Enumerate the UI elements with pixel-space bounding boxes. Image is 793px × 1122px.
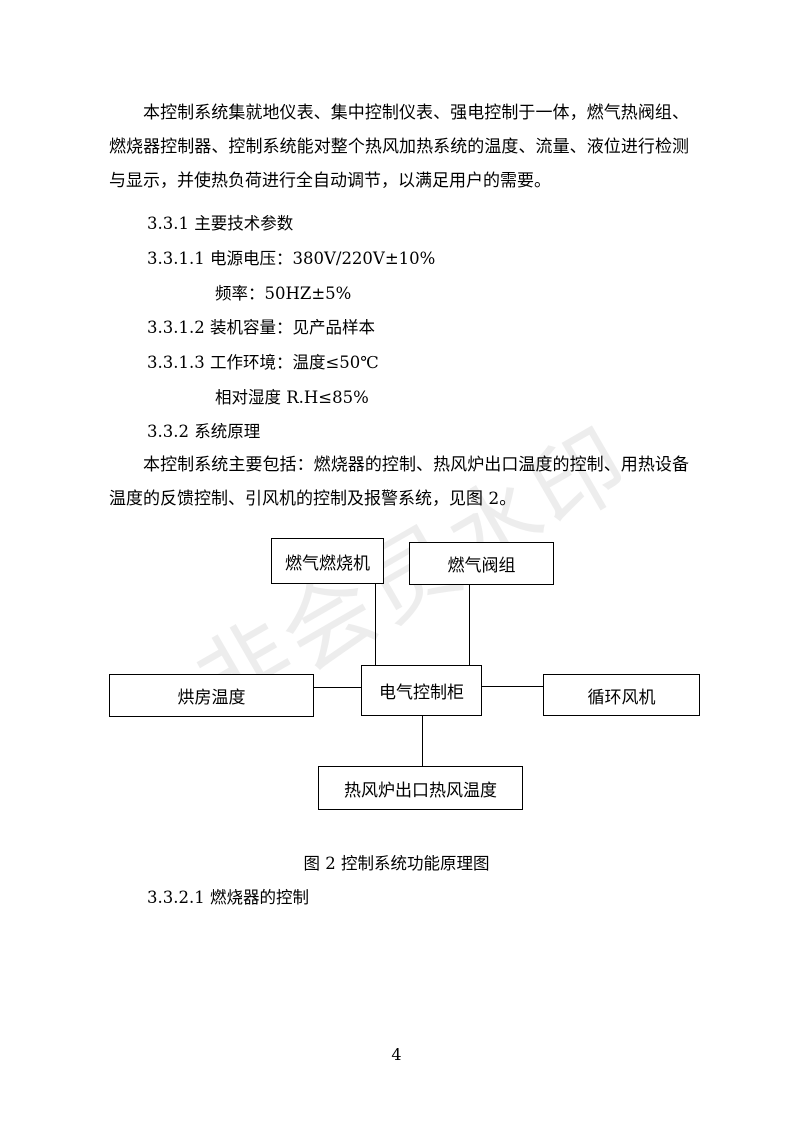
page-number: 4 — [391, 1045, 402, 1064]
connector-drying-cabinet — [313, 687, 362, 689]
section-3-3-1: 3.3.1 主要技术参数 — [147, 214, 294, 233]
outlet-temp-box: 热风炉出口热风温度 — [318, 766, 523, 810]
burner-box: 燃气燃烧机 — [271, 538, 384, 584]
connector-valve-cabinet — [469, 584, 471, 666]
control-cabinet-box: 电气控制柜 — [361, 665, 482, 716]
section-3-3-1-1: 3.3.1.1 电源电压：380V/220V±10% — [147, 249, 436, 268]
section-3-3-2-1: 3.3.2.1 燃烧器的控制 — [147, 888, 309, 907]
section-3-3-1-3: 3.3.1.3 工作环境：温度≤50℃ — [147, 353, 379, 372]
section-3-3-2: 3.3.2 系统原理 — [147, 422, 261, 441]
connector-cabinet-outlet — [422, 715, 424, 767]
connector-burner-cabinet — [375, 583, 377, 666]
figure-caption: 图 2 控制系统功能原理图 — [303, 854, 490, 873]
frequency-line: 频率：50HZ±5% — [215, 284, 352, 303]
connector-cabinet-fan — [481, 686, 544, 688]
section-3-3-1-2: 3.3.1.2 装机容量：见产品样本 — [147, 318, 375, 337]
principle-paragraph: 本控制系统主要包括：燃烧器的控制、热风炉出口温度的控制、用热设备温度的反馈控制、… — [109, 455, 689, 509]
humidity-line: 相对湿度 R.H≤85% — [215, 388, 369, 407]
valve-group-box: 燃气阀组 — [409, 542, 554, 585]
intro-paragraph: 本控制系统集就地仪表、集中控制仪表、强电控制于一体，燃气热阀组、燃烧器控制器、控… — [109, 103, 689, 191]
circulation-fan-box: 循环风机 — [543, 674, 700, 716]
drying-room-temp-box: 烘房温度 — [109, 674, 314, 717]
